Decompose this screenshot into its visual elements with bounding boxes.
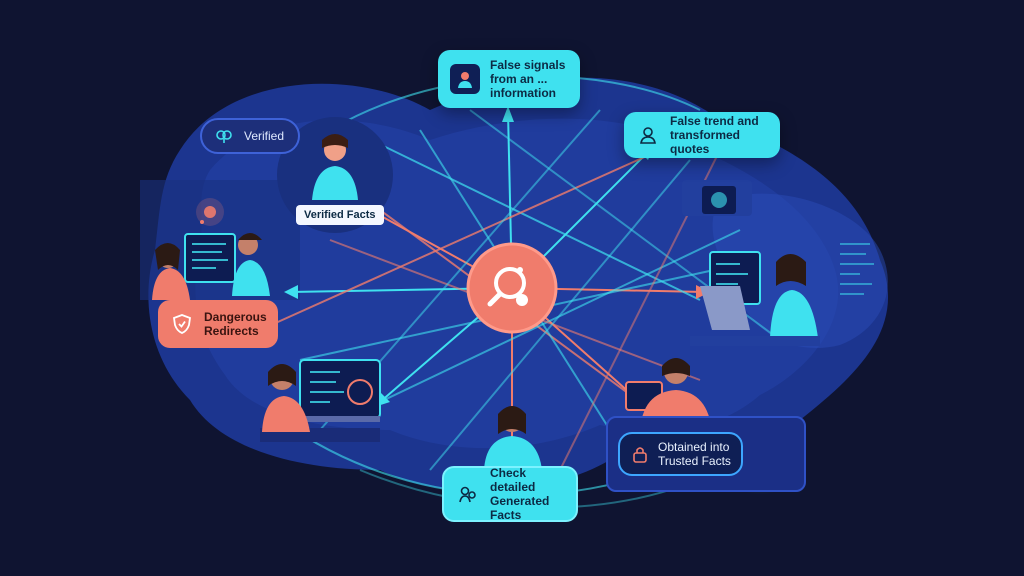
callout-top-text: False signals from an ... information: [490, 58, 566, 100]
callout-top-left-text: Verified: [244, 129, 285, 143]
lock-icon: [630, 444, 650, 464]
workstation-left: [152, 233, 270, 300]
user-outline-icon: [636, 123, 660, 147]
callout-left: Dangerous Redirects: [158, 300, 278, 348]
callout-top-left: Verified: [200, 118, 300, 154]
glow-dots: [196, 198, 224, 226]
brain-icon: [214, 126, 234, 146]
callout-left-text: Dangerous Redirects: [204, 310, 267, 338]
callout-top-right: False trend and transformed quotes: [624, 112, 780, 158]
person-top-left: [277, 117, 393, 233]
shield-icon: [170, 312, 194, 336]
callout-top: False signals from an ... information: [438, 50, 580, 108]
workstation-right: [682, 180, 874, 346]
person-icon: [450, 64, 480, 94]
callout-bottom-center-text: Check detailed Generated Facts: [490, 466, 550, 522]
people-icon: [456, 482, 480, 506]
central-hub: [466, 242, 558, 334]
verified-facts-label: Verified Facts: [296, 205, 384, 225]
callout-bottom-center: Check detailed Generated Facts: [442, 466, 578, 522]
callout-bottom-right: Obtained into Trusted Facts: [606, 416, 806, 492]
person-bottom-center: [484, 406, 542, 470]
callout-bottom-right-text: Obtained into Trusted Facts: [658, 440, 731, 468]
callout-bottom-right-pill: Obtained into Trusted Facts: [618, 432, 743, 476]
workstation-bottom-left: [260, 359, 381, 442]
callout-top-right-text: False trend and transformed quotes: [670, 114, 759, 156]
magnifier-icon: [487, 267, 528, 307]
